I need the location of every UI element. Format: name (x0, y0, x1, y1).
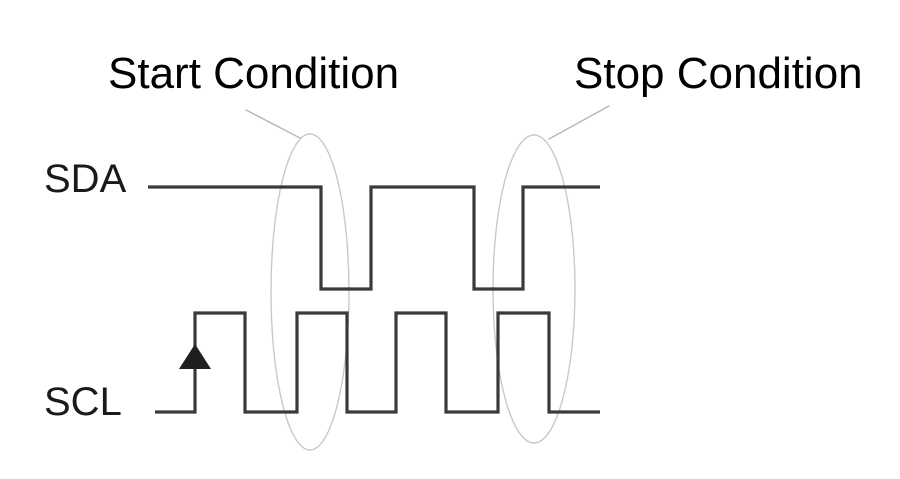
stop-condition-leader-line (548, 105, 610, 140)
stop-condition-label: Stop Condition (574, 49, 863, 98)
start-condition-leader-line (245, 109, 301, 139)
waveform-sda (148, 185, 600, 291)
signal-label-scl: SCL (44, 380, 122, 424)
triangle-up-icon (179, 344, 211, 369)
start-condition-highlight-ellipse (270, 133, 350, 451)
start-condition-label: Start Condition (108, 49, 399, 98)
signal-label-sda: SDA (44, 157, 127, 201)
waveform-scl (155, 311, 600, 414)
